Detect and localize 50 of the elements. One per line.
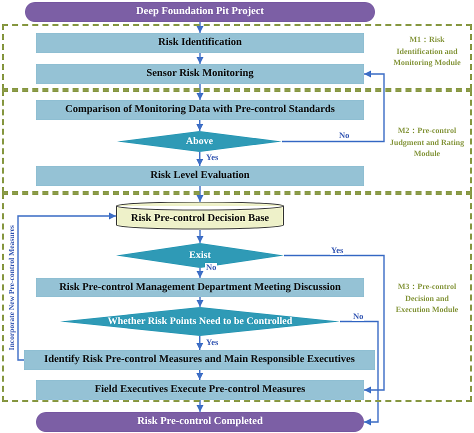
edge-label: No bbox=[205, 263, 218, 272]
database-label: Risk Pre-control Decision Base bbox=[130, 213, 270, 225]
edge-label: Yes bbox=[330, 246, 344, 254]
process-box bbox=[36, 33, 364, 53]
flow-arrow bbox=[17, 212, 116, 361]
flow-arrow bbox=[196, 400, 204, 412]
process-box bbox=[36, 278, 364, 297]
terminal-pill bbox=[36, 412, 364, 432]
step-label: Risk Pre-control Completed bbox=[137, 416, 263, 428]
process-box bbox=[36, 64, 364, 84]
decision-label: Whether Risk Points Need to be Controlled bbox=[108, 316, 292, 327]
flow-arrow bbox=[282, 70, 385, 142]
step-label: Risk Pre-control Management Department Meeting Discussion bbox=[59, 282, 341, 294]
module-label: M1：Risk Identification and Monitoring Module bbox=[392, 34, 462, 69]
module-frame bbox=[2, 193, 472, 402]
edge-label: No bbox=[338, 131, 350, 140]
flow-arrow bbox=[196, 268, 204, 278]
flow-arrow bbox=[196, 84, 204, 100]
flow-arrow bbox=[196, 370, 204, 380]
flow-arrow bbox=[196, 297, 204, 307]
process-box bbox=[36, 166, 364, 186]
flow-arrow bbox=[284, 254, 385, 394]
module-label: M2：Pre-control Judgment and Rating Module bbox=[389, 125, 465, 160]
flow-arrow bbox=[196, 120, 204, 131]
flow-arrow bbox=[196, 336, 204, 350]
flow-arrow bbox=[340, 320, 379, 426]
step-label: Identify Risk Pre-control Measures and Main Responsible Executives bbox=[44, 354, 355, 366]
flow-arrow bbox=[196, 22, 204, 33]
module-frame bbox=[2, 90, 472, 193]
step-label: Deep Foundation Pit Project bbox=[136, 6, 264, 18]
flow-arrow bbox=[196, 152, 204, 166]
process-box bbox=[36, 100, 364, 120]
edge-label: Yes bbox=[205, 338, 220, 346]
decision-label: Above bbox=[186, 136, 214, 147]
step-label: Risk Identification bbox=[158, 37, 242, 49]
edge-label: Yes bbox=[205, 153, 220, 162]
process-box bbox=[36, 380, 364, 400]
flow-arrow bbox=[196, 53, 204, 64]
terminal-pill bbox=[25, 2, 375, 22]
flow-arrow bbox=[196, 186, 204, 202]
step-label: Comparison of Monitoring Data with Pre-control Standards bbox=[65, 104, 335, 116]
flow-arrow bbox=[196, 230, 204, 243]
step-label: Sensor Risk Monitoring bbox=[146, 68, 254, 80]
step-label: Field Executives Execute Pre-control Measures bbox=[94, 384, 306, 396]
step-label: Risk Level Evaluation bbox=[150, 170, 250, 182]
decision-label: Exist bbox=[189, 250, 211, 261]
edge-label: No bbox=[352, 312, 364, 320]
module-frame bbox=[2, 24, 472, 90]
module-label: M3：Pre-control Decision and Execution Module bbox=[394, 281, 460, 316]
process-box bbox=[24, 350, 375, 370]
